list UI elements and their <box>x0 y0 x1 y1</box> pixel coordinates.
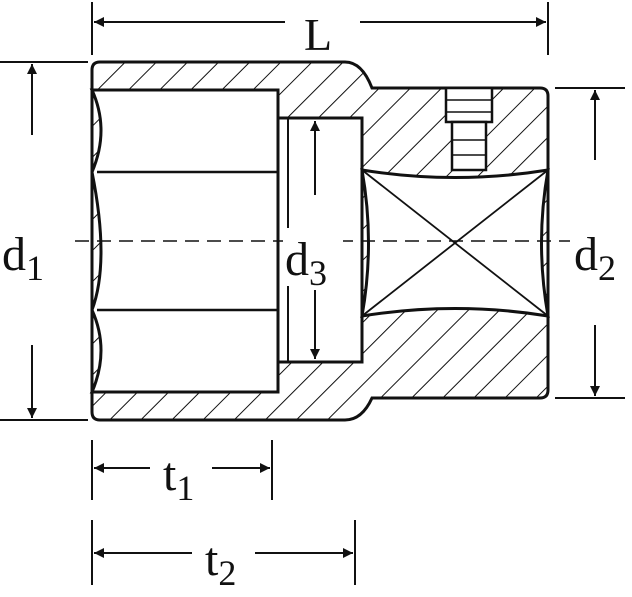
label-d3: d3 <box>285 233 327 293</box>
dimension-t1: t1 <box>91 440 273 508</box>
dimension-d3: d3 <box>283 121 343 359</box>
label-t2: t2 <box>205 533 236 593</box>
label-d2: d2 <box>574 228 616 288</box>
socket-body <box>89 60 550 422</box>
detent-pin <box>444 86 494 172</box>
label-L: L <box>304 9 332 60</box>
label-t1: t1 <box>163 448 194 508</box>
dimension-L: L <box>91 2 549 60</box>
dimension-t2: t2 <box>91 520 356 593</box>
label-d1: d1 <box>2 228 44 288</box>
dimension-d1: d1 <box>0 61 88 421</box>
dimension-d2: d2 <box>555 87 625 399</box>
